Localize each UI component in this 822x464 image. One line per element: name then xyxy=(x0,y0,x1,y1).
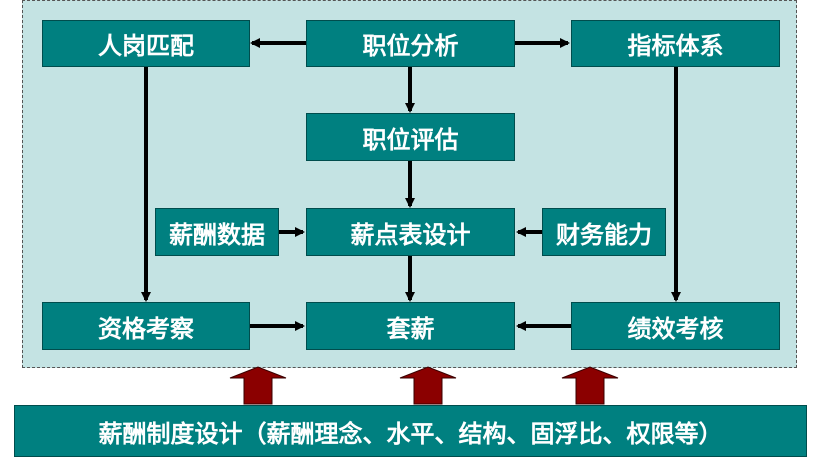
node-salary-point-design: 薪点表设计 xyxy=(306,208,515,256)
support-arrow-right xyxy=(561,366,619,405)
node-job-analysis: 职位分析 xyxy=(306,20,515,67)
node-financial-capacity: 财务能力 xyxy=(542,208,666,256)
node-job-evaluation: 职位评估 xyxy=(306,113,515,161)
node-indicator-system: 指标体系 xyxy=(571,20,780,67)
support-arrow-center xyxy=(399,366,457,405)
foundation-bar: 薪酬制度设计（薪酬理念、水平、结构、固浮比、权限等） xyxy=(14,405,807,457)
support-arrow-left xyxy=(229,366,287,405)
node-performance-assessment: 绩效考核 xyxy=(571,302,780,350)
node-salary-fitting: 套薪 xyxy=(306,302,515,350)
node-salary-data: 薪酬数据 xyxy=(155,208,279,256)
node-job-match: 人岗匹配 xyxy=(42,20,250,67)
node-qualification-assessment: 资格考察 xyxy=(42,302,250,350)
